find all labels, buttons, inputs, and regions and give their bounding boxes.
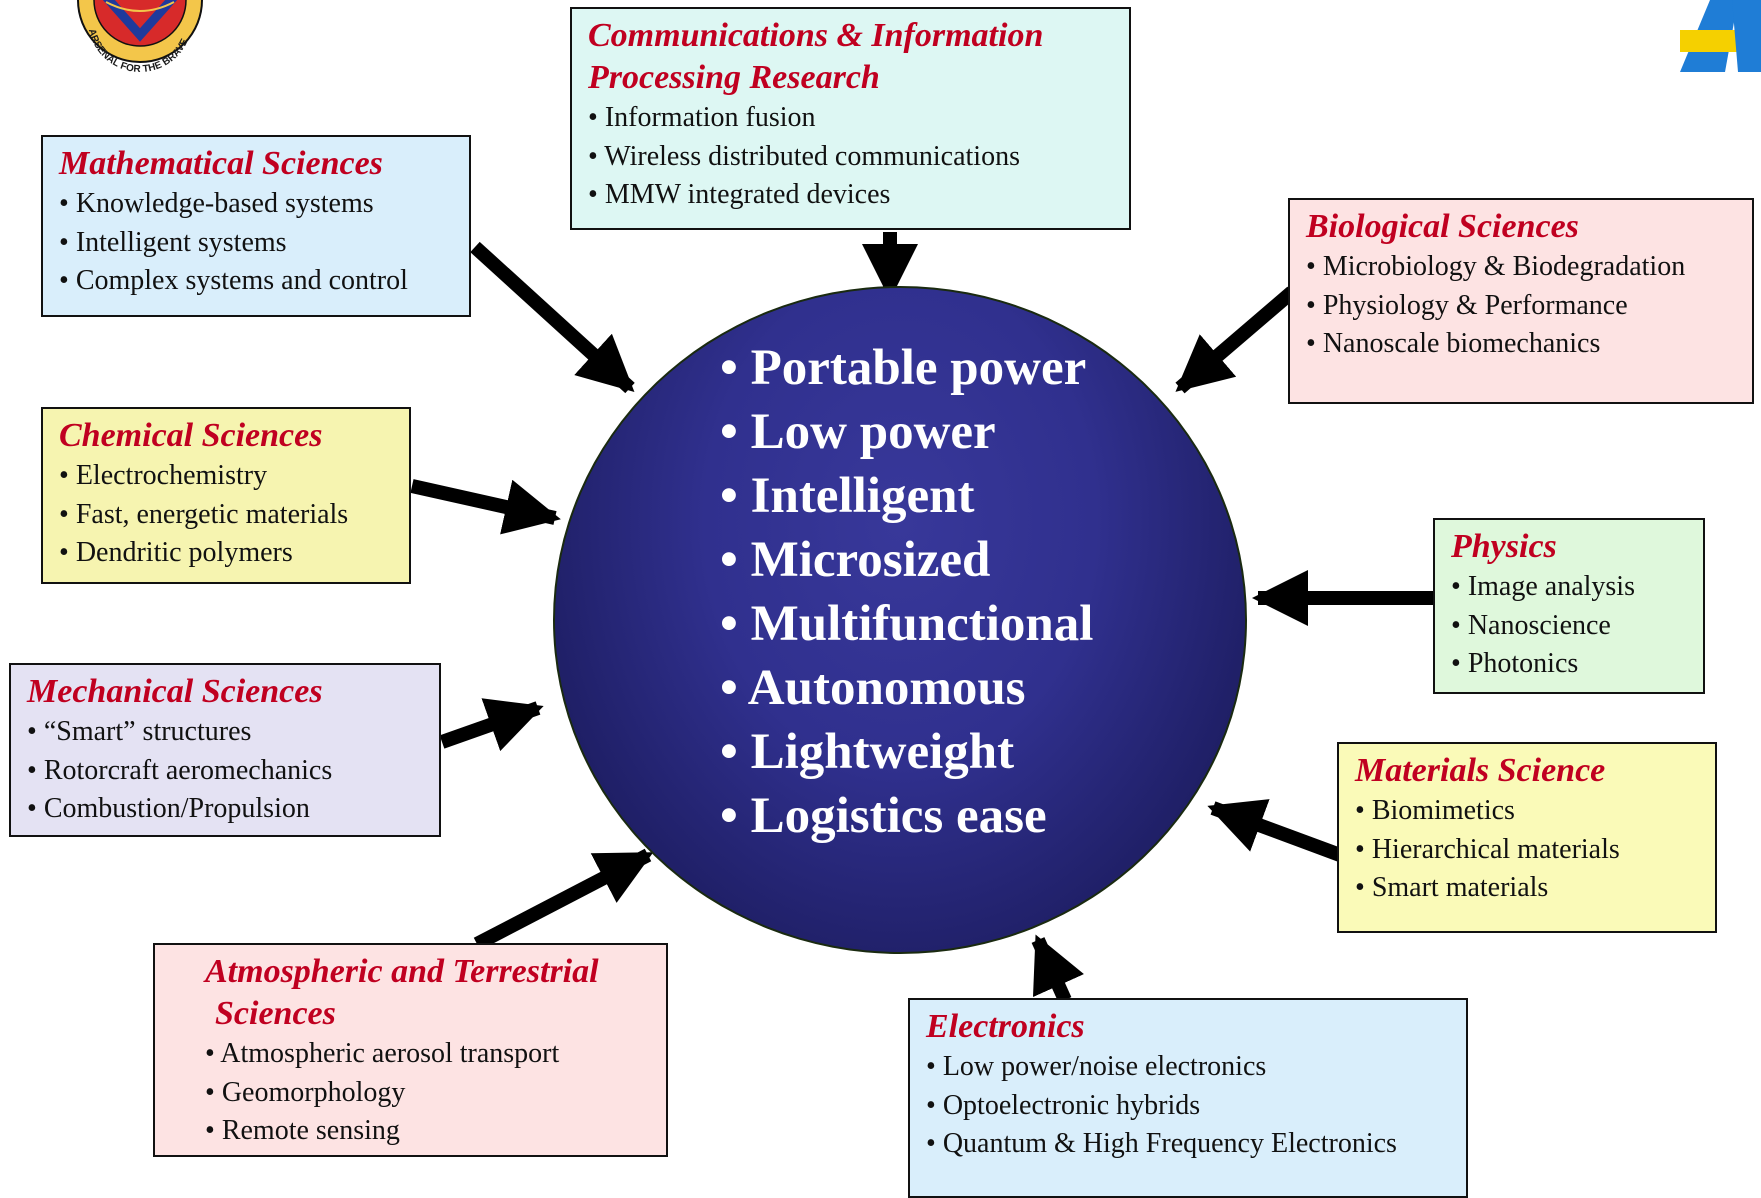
mathematical-sciences-box: Mathematical Sciences Knowledge-based sy… <box>41 135 471 317</box>
list-item: Low power/noise electronics <box>926 1048 1452 1087</box>
arrow-mechanical <box>439 698 544 752</box>
list-item: Atmospheric aerosol transport <box>205 1035 652 1074</box>
list-item: Physiology & Performance <box>1306 287 1738 326</box>
list-item: Image analysis <box>1451 568 1689 607</box>
list-item: Nanoscience <box>1451 607 1689 646</box>
list-item: MMW integrated devices <box>588 176 1115 215</box>
mathematical-sciences-list: Knowledge-based systems Intelligent syst… <box>59 185 455 301</box>
list-item: Remote sensing <box>205 1112 652 1151</box>
materials-science-title: Materials Science <box>1355 752 1606 789</box>
electronics-list: Low power/noise electronics Optoelectron… <box>926 1048 1452 1164</box>
list-item: Hierarchical materials <box>1355 831 1701 870</box>
title-line: Processing Research <box>588 59 880 96</box>
capability-item: Microsized <box>720 528 1093 592</box>
list-item: Rotorcraft aeromechanics <box>27 752 425 791</box>
list-item: Combustion/Propulsion <box>27 790 425 829</box>
physics-list: Image analysis Nanoscience Photonics <box>1451 568 1689 684</box>
biological-sciences-title: Biological Sciences <box>1306 208 1579 245</box>
arl-logo <box>1680 0 1761 72</box>
capabilities-list: Portable power Low power Intelligent Mic… <box>720 336 1094 848</box>
electronics-title: Electronics <box>926 1008 1085 1045</box>
arrow-electronics <box>1031 934 1085 1003</box>
arsenal-seal-logo: ARSENAL FOR THE BRAVE <box>77 0 203 75</box>
title-line: Communications & Information <box>588 17 1044 54</box>
arrow-materials <box>1207 799 1343 862</box>
materials-science-box: Materials Science Biomimetics Hierarchic… <box>1337 742 1717 933</box>
atmospheric-sciences-list: Atmospheric aerosol transport Geomorphol… <box>205 1035 652 1151</box>
biological-sciences-box: Biological Sciences Microbiology & Biode… <box>1288 198 1754 404</box>
list-item: Dendritic polymers <box>59 534 395 573</box>
capability-item: Portable power <box>720 336 1093 400</box>
list-item: Intelligent systems <box>59 224 455 263</box>
physics-title: Physics <box>1451 528 1557 565</box>
electronics-box: Electronics Low power/noise electronics … <box>908 998 1468 1198</box>
materials-science-list: Biomimetics Hierarchical materials Smart… <box>1355 792 1701 908</box>
list-item: Geomorphology <box>205 1074 652 1113</box>
list-item: Biomimetics <box>1355 792 1701 831</box>
arrow-chemical <box>410 479 561 535</box>
list-item: Complex systems and control <box>59 262 455 301</box>
arrow-mathematical <box>470 241 635 394</box>
title-line: Sciences <box>215 995 336 1032</box>
capability-item: Multifunctional <box>720 592 1094 656</box>
list-item: Wireless distributed communications <box>588 138 1115 177</box>
mechanical-sciences-list: “Smart” structures Rotorcraft aeromechan… <box>27 713 425 829</box>
mechanical-sciences-title: Mechanical Sciences <box>27 673 323 710</box>
list-item: Quantum & High Frequency Electronics <box>926 1125 1452 1164</box>
list-item: Smart materials <box>1355 869 1701 908</box>
physics-box: Physics Image analysis Nanoscience Photo… <box>1433 518 1705 694</box>
communications-box: Communications & Information Processing … <box>570 7 1131 230</box>
arrow-atmospheric <box>473 848 654 951</box>
list-item: “Smart” structures <box>27 713 425 752</box>
capability-item: Logistics ease <box>720 784 1093 848</box>
communications-title: Communications & Information Processing … <box>588 15 1115 99</box>
chemical-sciences-box: Chemical Sciences Electrochemistry Fast,… <box>41 407 411 584</box>
central-capabilities-circle: Portable power Low power Intelligent Mic… <box>553 286 1247 954</box>
chemical-sciences-list: Electrochemistry Fast, energetic materia… <box>59 457 395 573</box>
list-item: Fast, energetic materials <box>59 496 395 535</box>
atmospheric-sciences-box: Atmospheric and Terrestrial Sciences Atm… <box>153 943 668 1157</box>
capability-item: Intelligent <box>720 464 1093 528</box>
list-item: Electrochemistry <box>59 457 395 496</box>
list-item: Optoelectronic hybrids <box>926 1087 1452 1126</box>
mathematical-sciences-title: Mathematical Sciences <box>59 145 383 182</box>
capability-item: Autonomous <box>720 656 1093 720</box>
capability-item: Lightweight <box>720 720 1093 784</box>
atmospheric-sciences-title: Atmospheric and Terrestrial Sciences <box>205 951 652 1035</box>
biological-sciences-list: Microbiology & Biodegradation Physiology… <box>1306 248 1738 364</box>
list-item: Information fusion <box>588 99 1115 138</box>
list-item: Nanoscale biomechanics <box>1306 325 1738 364</box>
capability-item: Low power <box>720 400 1093 464</box>
chemical-sciences-title: Chemical Sciences <box>59 417 323 454</box>
list-item: Microbiology & Biodegradation <box>1306 248 1738 287</box>
list-item: Knowledge-based systems <box>59 185 455 224</box>
title-line: Atmospheric and Terrestrial <box>205 953 599 990</box>
mechanical-sciences-box: Mechanical Sciences “Smart” structures R… <box>9 663 441 837</box>
arrow-biological <box>1175 286 1297 394</box>
list-item: Photonics <box>1451 645 1689 684</box>
communications-list: Information fusion Wireless distributed … <box>588 99 1115 215</box>
